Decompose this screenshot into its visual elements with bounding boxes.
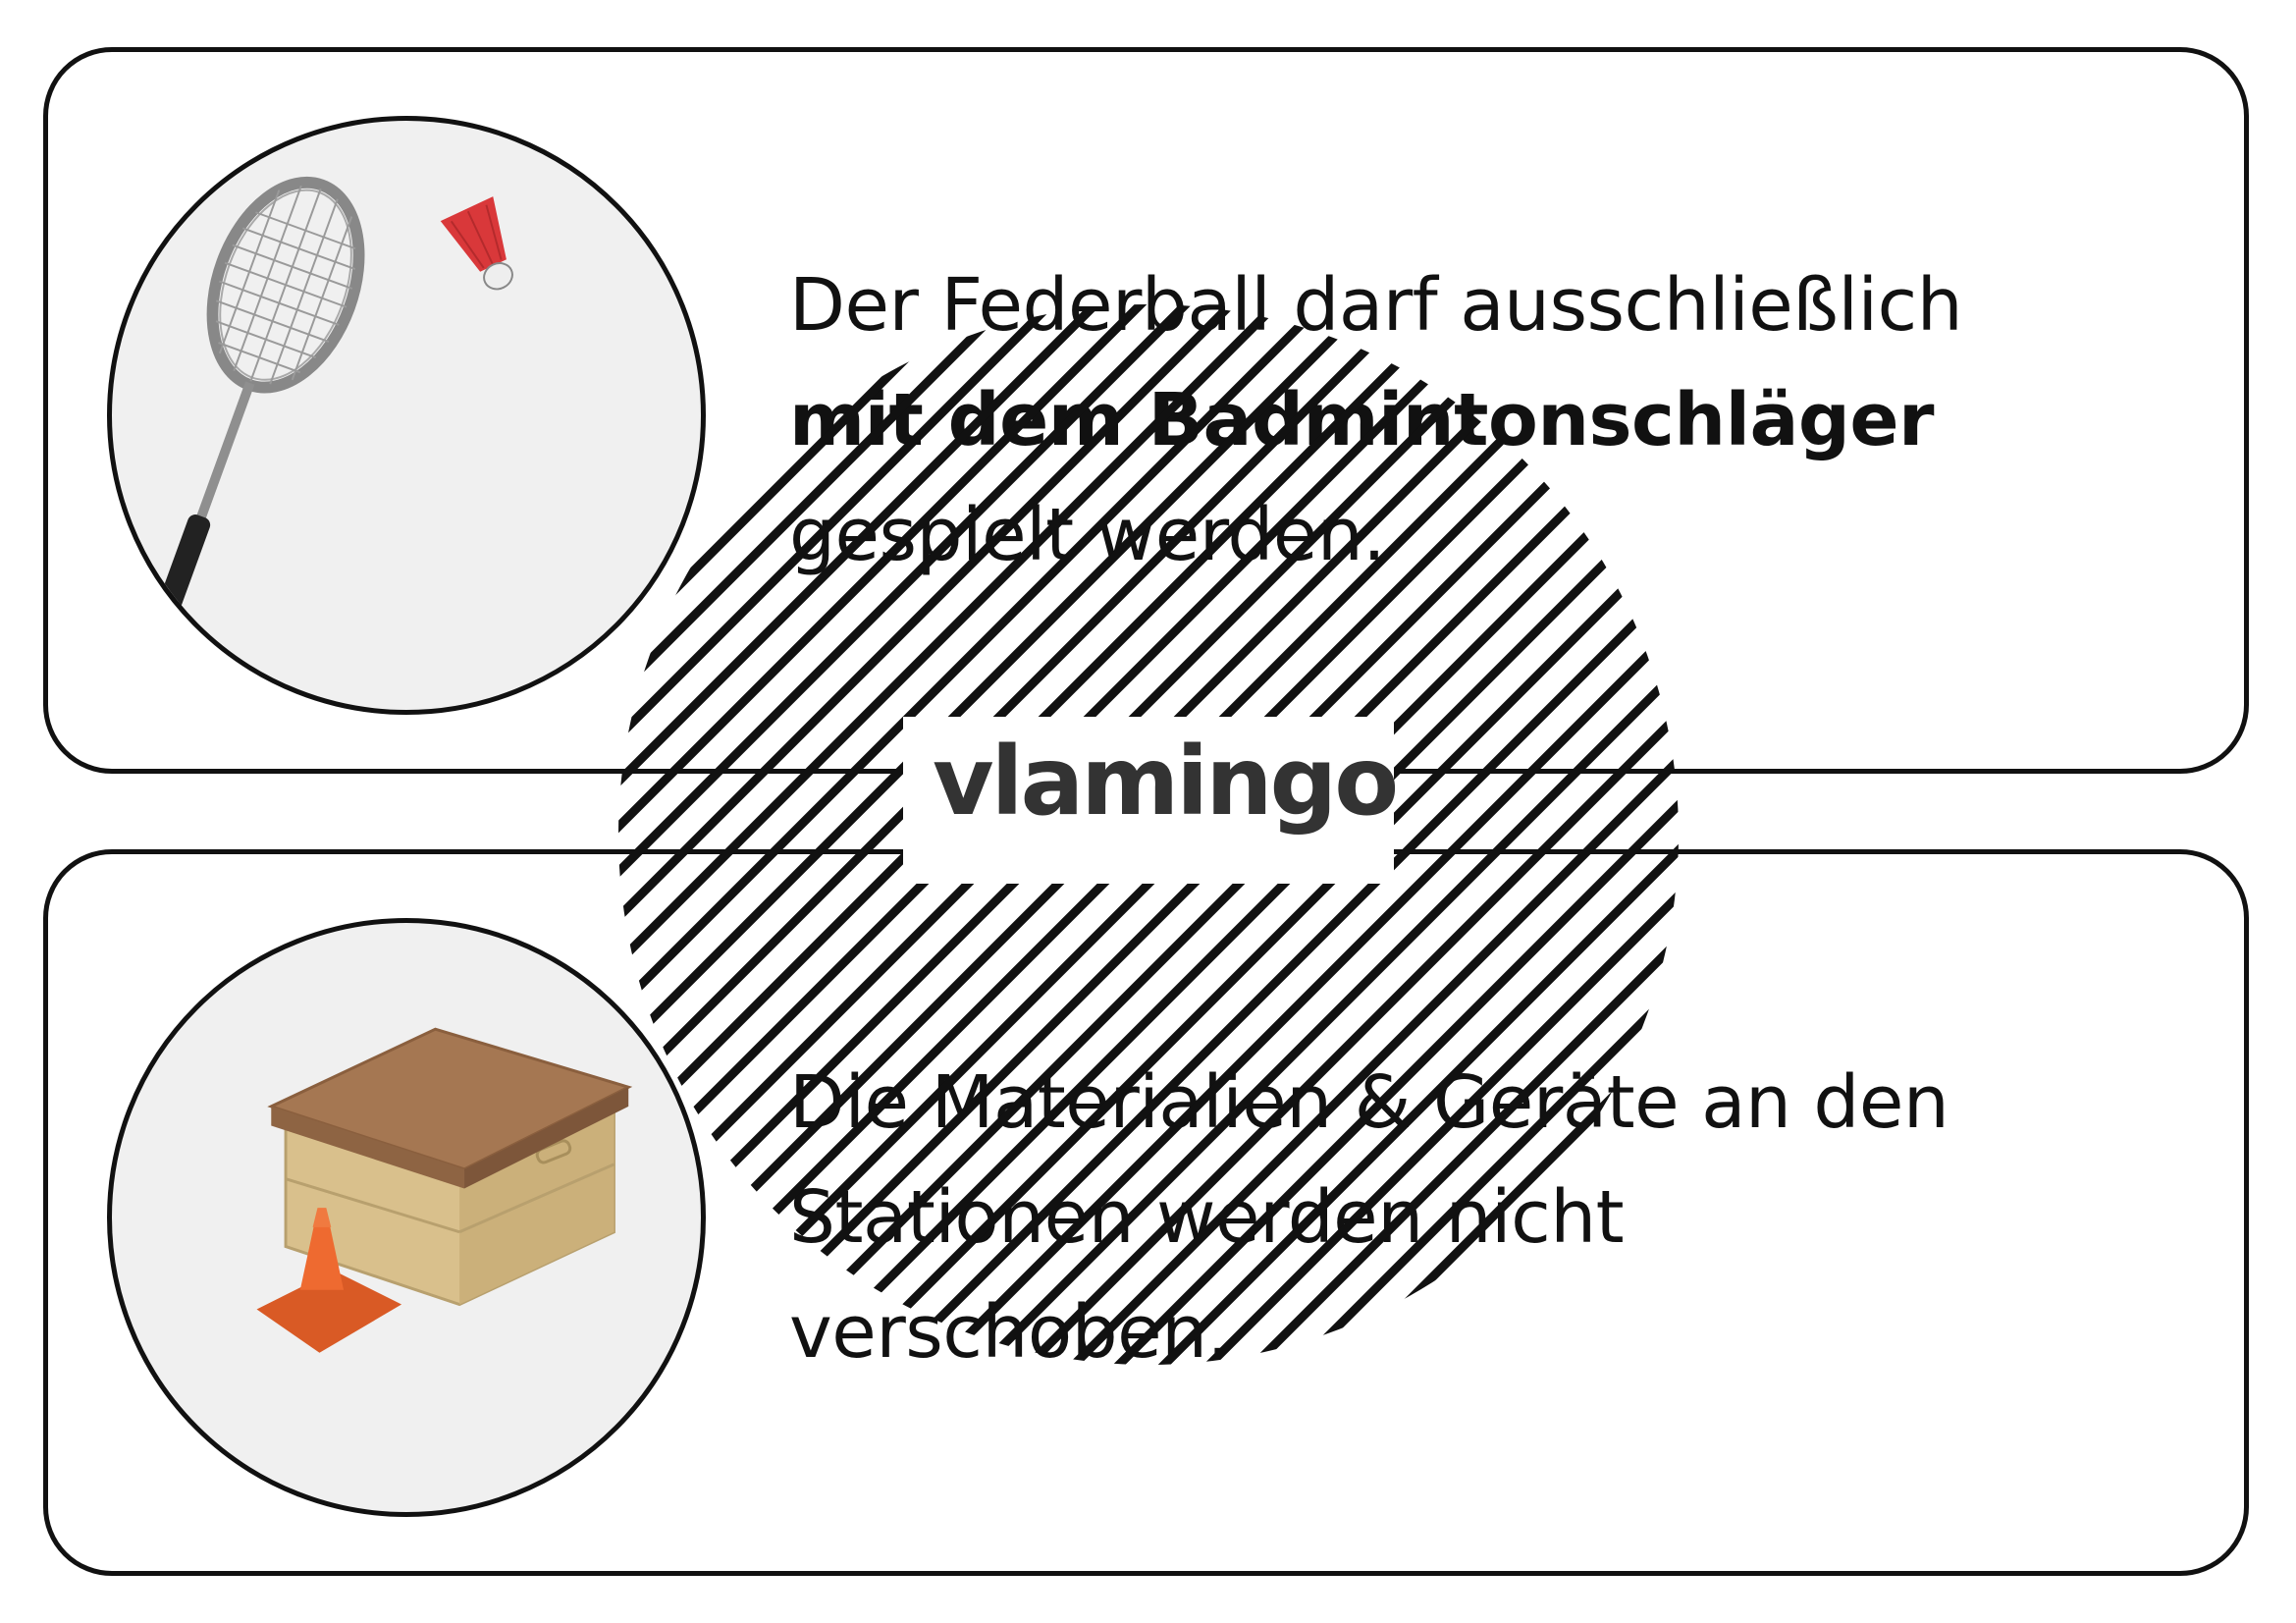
badminton-racket-shuttlecock-icon [107, 116, 706, 715]
vaulting-box-cone-icon [107, 918, 706, 1517]
rule-text-1: Der Federball darf ausschließlich mit de… [789, 248, 1963, 593]
rule-2-line-2: Stationen werden nicht [789, 1175, 1625, 1260]
rule-1-line-2-bold: mit dem Badmintonschläger [789, 378, 1935, 462]
rule-1-line-3: gespielt werden. [789, 493, 1386, 577]
rule-2-line-1: Die Materialien & Geräte an den [789, 1060, 1949, 1145]
rule-2-line-3: verschoben. [789, 1290, 1230, 1375]
rule-card-2: Die Materialien & Geräte an den Statione… [43, 849, 2249, 1576]
rule-card-1: Der Federball darf ausschließlich mit de… [43, 47, 2249, 774]
rule-1-line-1: Der Federball darf ausschließlich [789, 263, 1963, 348]
vlamingo-logo: vlamingo [933, 727, 1399, 837]
rule-text-2: Die Materialien & Geräte an den Statione… [789, 1046, 1949, 1390]
